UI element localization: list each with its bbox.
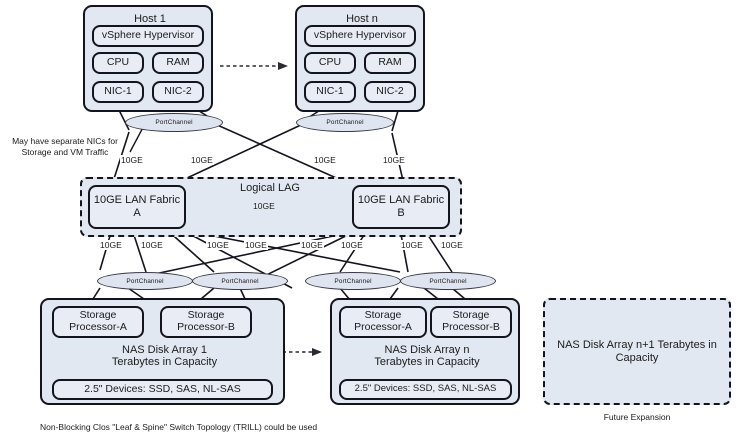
host-n-cpu[interactable]: CPU — [304, 52, 356, 74]
link-label-fabric-storage-5: 10GE — [300, 240, 324, 250]
link-label-fabric-storage-8: 10GE — [440, 240, 464, 250]
nas-disk-array-n-devices-label: 2.5" Devices: SSD, SAS, NL-SAS — [354, 383, 497, 395]
host-n-nic-2-label: NIC-2 — [376, 85, 404, 98]
nic-note: May have separate NICs for Storage and V… — [12, 136, 118, 157]
nas-disk-array-n-title: NAS Disk Array n Terabytes in Capacity — [374, 343, 480, 368]
nas-disk-array-1-sp-a-label: Storage Processor-A — [69, 309, 127, 333]
host-n-hypervisor-label: vSphere Hypervisor — [313, 29, 407, 42]
nas-disk-array-n-sp-b[interactable]: Storage Processor-B — [430, 306, 512, 338]
nas-disk-array-1-sp-b-label: Storage Processor-B — [177, 309, 235, 333]
lan-fabric-b-label: 10GE LAN Fabric B — [357, 194, 445, 219]
link-label-fabric-storage-6: 10GE — [340, 240, 364, 250]
host-n-portchannel-label: PortChannel — [326, 119, 364, 126]
host-1-cpu[interactable]: CPU — [92, 52, 144, 74]
link-label-fabric-storage-2: 10GE — [140, 240, 164, 250]
host-n-portchannel[interactable]: PortChannel — [296, 113, 394, 132]
link-label-host-fabric-3: 10GE — [313, 155, 337, 165]
storage-portchannel-2-label: PortChannel — [221, 277, 259, 285]
fabric-interconnect-label: 10GE — [252, 201, 276, 211]
nas-disk-array-1-sp-a[interactable]: Storage Processor-A — [52, 306, 144, 338]
nas-disk-array-1-sp-b[interactable]: Storage Processor-B — [160, 306, 252, 338]
nas-disk-array-1-devices-label: 2.5" Devices: SSD, SAS, NL-SAS — [84, 382, 241, 395]
host-n-ram[interactable]: RAM — [364, 52, 416, 74]
link-label-fabric-storage-4: 10GE — [244, 240, 268, 250]
host-1-nic-1-label: NIC-1 — [104, 85, 132, 98]
host-1-hypervisor[interactable]: vSphere Hypervisor — [92, 25, 204, 47]
future-expansion-array-label: NAS Disk Array n+1 Terabytes in Capacity — [557, 338, 717, 364]
link-label-host-fabric-1: 10GE — [120, 155, 144, 165]
link-label-fabric-storage-3: 10GE — [206, 240, 230, 250]
host-n-hypervisor[interactable]: vSphere Hypervisor — [304, 25, 416, 47]
lan-fabric-a-label: 10GE LAN Fabric A — [93, 194, 181, 219]
host-1-portchannel-label: PortChannel — [155, 119, 193, 126]
storage-portchannel-4-label: PortChannel — [429, 277, 467, 285]
lan-fabric-a[interactable]: 10GE LAN Fabric A — [88, 185, 186, 229]
host-1-nic-2-label: NIC-2 — [164, 85, 192, 98]
link-label-fabric-storage-7: 10GE — [400, 240, 424, 250]
host-n-nic-1[interactable]: NIC-1 — [304, 81, 356, 103]
nas-disk-array-n-sp-b-label: Storage Processor-B — [442, 309, 500, 333]
nas-disk-array-1-devices[interactable]: 2.5" Devices: SSD, SAS, NL-SAS — [52, 379, 273, 400]
storage-portchannel-3-label: PortChannel — [334, 277, 372, 285]
nas-disk-array-n-sp-a-label: Storage Processor-A — [354, 309, 412, 333]
topology-caption: Non-Blocking Clos "Leaf & Spine" Switch … — [40, 422, 318, 432]
storage-portchannel-1-label: PortChannel — [126, 277, 164, 285]
host-1-hypervisor-label: vSphere Hypervisor — [101, 29, 195, 42]
host-n-ram-label: RAM — [378, 56, 402, 69]
host-n-title: Host n — [346, 12, 378, 25]
host-n-nic-1-label: NIC-1 — [316, 85, 344, 98]
future-expansion-array: NAS Disk Array n+1 Terabytes in Capacity — [543, 298, 731, 405]
link-label-fabric-storage-1: 10GE — [99, 240, 123, 250]
link-label-host-fabric-4: 10GE — [382, 155, 406, 165]
storage-portchannel-4[interactable]: PortChannel — [400, 272, 496, 290]
link-label-host-fabric-2: 10GE — [190, 155, 214, 165]
storage-portchannel-1[interactable]: PortChannel — [97, 272, 193, 290]
host-1-nic-2[interactable]: NIC-2 — [152, 81, 204, 103]
future-expansion-caption: Future Expansion — [603, 412, 671, 422]
host-1-ram[interactable]: RAM — [152, 52, 204, 74]
nas-disk-array-n-devices[interactable]: 2.5" Devices: SSD, SAS, NL-SAS — [339, 379, 512, 400]
nas-disk-array-1-title: NAS Disk Array 1 Terabytes in Capacity — [111, 343, 218, 368]
host-n-cpu-label: CPU — [318, 56, 342, 69]
logical-lag-label: Logical LAG — [240, 181, 300, 194]
storage-portchannel-2[interactable]: PortChannel — [192, 272, 288, 290]
storage-portchannel-3[interactable]: PortChannel — [305, 272, 401, 290]
host-1-nic-1[interactable]: NIC-1 — [92, 81, 144, 103]
lan-fabric-b[interactable]: 10GE LAN Fabric B — [352, 185, 450, 229]
host-1-cpu-label: CPU — [106, 56, 130, 69]
host-1-title: Host 1 — [134, 12, 166, 25]
nas-disk-array-n-sp-a[interactable]: Storage Processor-A — [339, 306, 427, 338]
host-1-ram-label: RAM — [166, 56, 190, 69]
host-1-portchannel[interactable]: PortChannel — [125, 113, 223, 132]
host-n-nic-2[interactable]: NIC-2 — [364, 81, 416, 103]
